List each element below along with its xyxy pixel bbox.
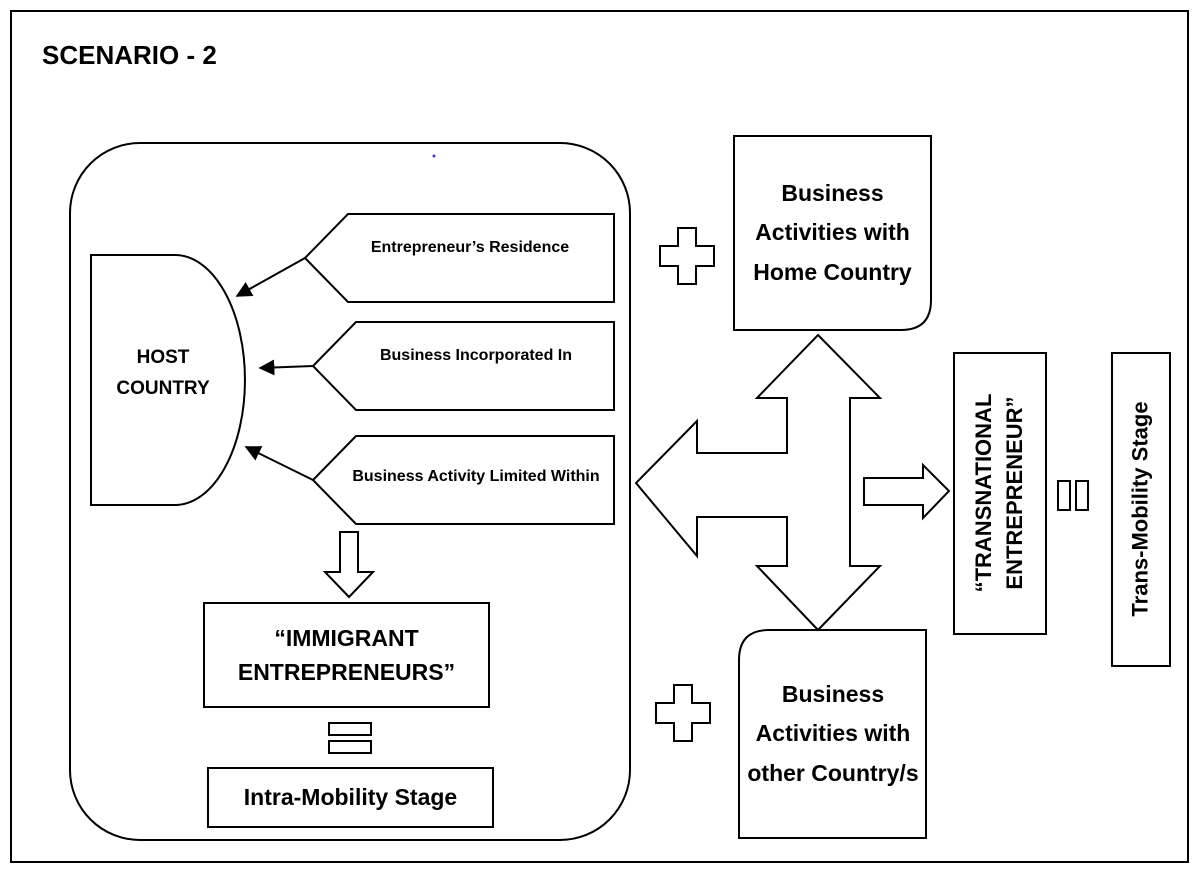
plus-icon <box>659 227 715 285</box>
trans-stage-box <box>1111 352 1171 667</box>
plus-icon <box>655 684 711 742</box>
page-title: SCENARIO - 2 <box>42 40 217 71</box>
other-activities-label: Business Activities with other Country/s <box>747 681 919 786</box>
arrow-down-icon <box>322 531 376 599</box>
factor-incorporated-label: Business Incorporated In <box>379 347 573 364</box>
intra-stage-label: Intra-Mobility Stage <box>243 784 458 811</box>
four-way-arrow-icon <box>634 333 883 632</box>
other-activities-box <box>738 629 927 839</box>
arrow-activity-to-host <box>244 446 314 481</box>
trans-stage-label: Trans-Mobility Stage <box>1127 401 1153 617</box>
equals-icon <box>328 722 372 754</box>
host-country-label: HOST COUNTRY <box>116 346 210 399</box>
intra-stage-box <box>207 767 494 828</box>
factor-shape-incorporated <box>311 321 615 411</box>
factor-activity-label: Business Activity Limited Within <box>352 468 600 486</box>
factor-shape-residence <box>303 213 615 303</box>
arrow-incorporated-to-host <box>258 359 314 376</box>
stray-dot <box>432 154 436 158</box>
transnational-label: “TRANSNATIONAL ENTREPRENEUR” <box>971 393 1027 593</box>
home-activities-box <box>733 135 932 331</box>
transnational-box <box>953 352 1047 635</box>
host-country-shape <box>90 254 246 506</box>
factor-residence-label: Entrepreneur’s Residence <box>370 239 570 256</box>
arrow-residence-to-host <box>235 257 306 297</box>
home-activities-label: Business Activities with Home Country <box>753 180 912 285</box>
immigrant-box <box>203 602 490 708</box>
factor-shape-activity <box>311 435 615 525</box>
equals-icon <box>1057 480 1089 511</box>
arrow-right-icon <box>863 462 951 521</box>
immigrant-label: “IMMIGRANT ENTREPRENEURS” <box>237 624 456 686</box>
